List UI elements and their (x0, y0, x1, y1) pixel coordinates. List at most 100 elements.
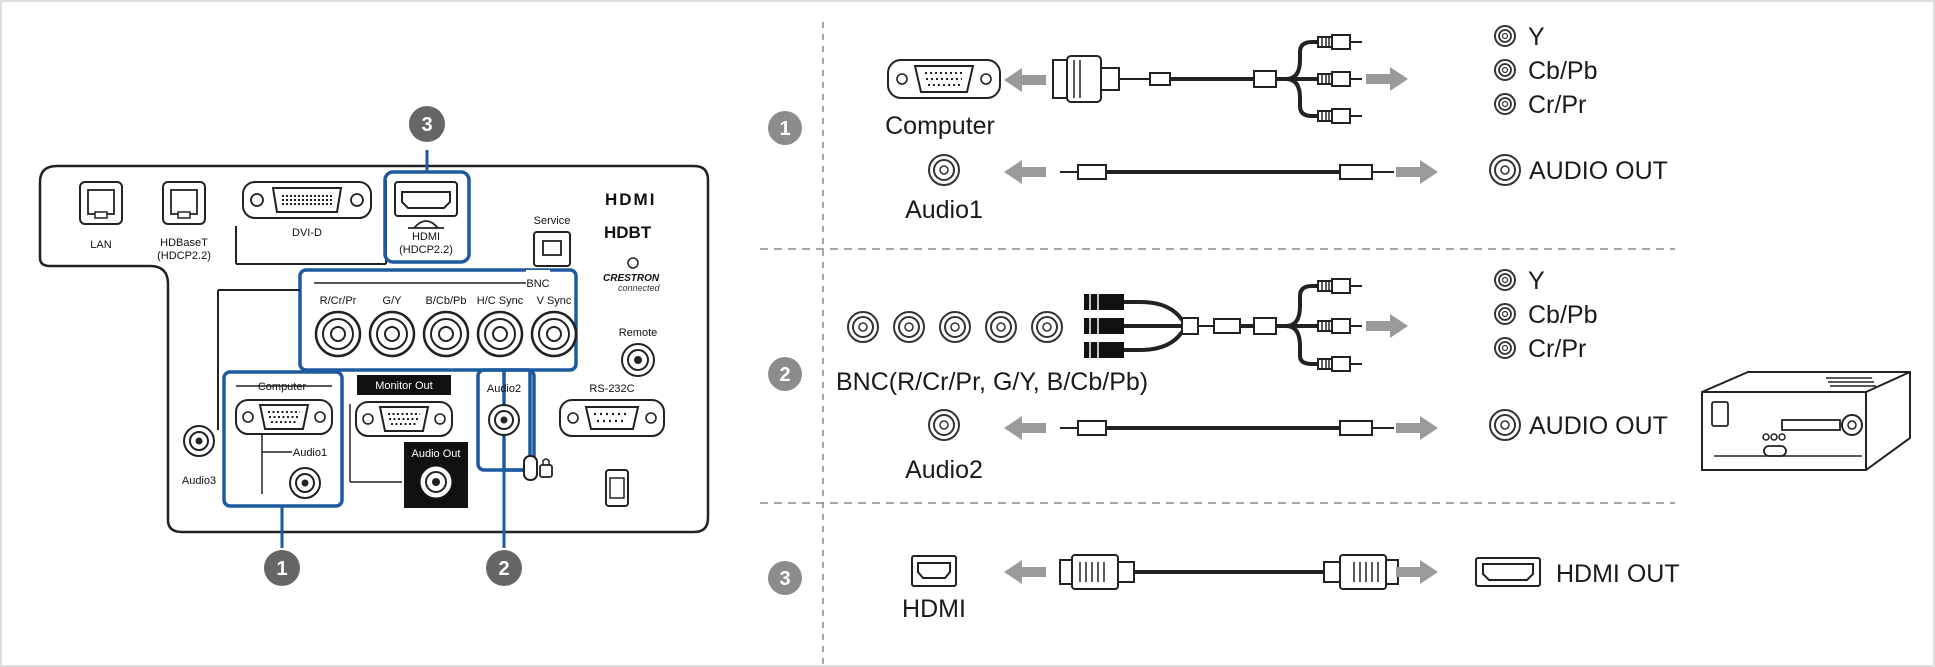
bnc-port-label: R/Cr/Pr (320, 295, 357, 307)
row-3-marker: 3 (768, 561, 802, 595)
row2-audio-arrow-right (1396, 416, 1438, 440)
callout-1-number: 1 (276, 558, 287, 580)
audio-out-port-label: Audio Out (412, 448, 461, 460)
row1-audio-arrow-left (1004, 160, 1046, 184)
bnc-jack (314, 310, 362, 358)
audio2-port-label: Audio2 (487, 383, 521, 395)
remote-label: Remote (619, 327, 658, 339)
bnc-header-label: BNC (526, 278, 549, 290)
row2-output-cr: Cr/Pr (1528, 335, 1586, 363)
row1-component-splitter (1276, 34, 1363, 124)
bnc-jack (422, 310, 470, 358)
row1-audio1-label: Audio1 (905, 196, 983, 224)
row2-output-cb: Cb/Pb (1528, 301, 1597, 329)
row2-audio2-jack (928, 409, 960, 441)
callout-1-marker: 1 (264, 550, 300, 586)
hdbaset-label: HDBaseT (160, 237, 208, 249)
row2-audio-arrow-left (1004, 416, 1046, 440)
row-1-number: 1 (779, 118, 790, 140)
callout-2-marker: 2 (486, 550, 522, 586)
lan-port (79, 181, 123, 225)
callout-3-marker: 3 (409, 106, 445, 142)
bnc-port-label: H/C Sync (477, 295, 524, 307)
hdbaset-label-sub: (HDCP2.2) (157, 250, 211, 262)
projector-rear-panel: LAN HDBaseT (HDCP2.2) DVI-D (38, 150, 710, 548)
monitor-out-port (355, 401, 453, 437)
audio3-jack (183, 425, 215, 457)
callout-2-number: 2 (498, 558, 509, 580)
hdmi-port (394, 181, 458, 229)
dvid-label: DVI-D (292, 227, 322, 239)
row1-audio-out-label: AUDIO OUT (1529, 157, 1668, 185)
crestron-logo: CRESTRON connected (603, 257, 661, 293)
row-1-marker: 1 (768, 111, 802, 145)
lan-label: LAN (90, 239, 111, 251)
row2-bnc-label: BNC(R/Cr/Pr, G/Y, B/Cb/Pb) (836, 368, 1148, 396)
row3-hdmi-out-label: HDMI OUT (1556, 560, 1680, 588)
cable-clip-icon (605, 469, 629, 507)
row1-output-y: Y (1528, 23, 1545, 51)
row2-bnc-jacks (847, 311, 1063, 343)
rs232c-port (559, 399, 665, 437)
row3-hdmi-port (911, 555, 957, 587)
security-lock-icon (523, 455, 553, 481)
bnc-jack (476, 310, 524, 358)
hdmi-port-label-sub: (HDCP2.2) (399, 244, 453, 256)
row1-arrow-left (1004, 68, 1046, 92)
hdbaset-port (162, 181, 206, 225)
monitor-out-badge (357, 375, 451, 395)
row3-arrow-left (1004, 560, 1046, 584)
row-2-marker: 2 (768, 357, 802, 391)
audio1-jack (289, 467, 321, 499)
row1-vga-cable-plug (1052, 55, 1277, 103)
bnc-jack (368, 310, 416, 358)
row-2-number: 2 (779, 364, 790, 386)
av-receiver-device (1701, 371, 1911, 471)
service-port (533, 231, 571, 267)
audio2-callout-frame (476, 368, 536, 472)
row3-hdmi-cable (1059, 554, 1399, 590)
computer-port-label: Computer (258, 381, 307, 393)
row3-hdmi-label: HDMI (902, 595, 966, 623)
hdbaset-logo: HDBT (604, 223, 652, 242)
row2-output-y: Y (1528, 267, 1545, 295)
row2-audio-cable (1060, 420, 1394, 436)
service-label: Service (534, 215, 571, 227)
row1-computer-label: Computer (885, 112, 995, 140)
row2-output-jacks (1494, 269, 1516, 359)
row3-arrow-right (1396, 560, 1438, 584)
bnc-port-label: G/Y (383, 295, 403, 307)
row2-bnc-cable (1084, 278, 1363, 372)
row2-audio-out-jack (1489, 409, 1521, 441)
audio1-port-label: Audio1 (293, 447, 327, 459)
bnc-jack (530, 310, 578, 358)
row1-output-cb: Cb/Pb (1528, 57, 1597, 85)
row1-audio-arrow-right (1396, 160, 1438, 184)
monitor-out-label: Monitor Out (375, 380, 432, 392)
dvid-port (242, 181, 372, 219)
audio3-label: Audio3 (182, 475, 216, 487)
row1-audio-out-jack (1489, 154, 1521, 186)
row2-arrow-right (1366, 314, 1408, 338)
row1-audio1-jack (928, 154, 960, 186)
remote-jack (621, 343, 655, 377)
row1-output-cr: Cr/Pr (1528, 91, 1586, 119)
row-3-number: 3 (779, 568, 790, 590)
row1-audio-cable (1060, 164, 1394, 180)
row1-arrow-right (1366, 67, 1408, 91)
callout-3-number: 3 (421, 114, 432, 136)
audio-out-jack (420, 466, 452, 498)
bnc-port-label: B/Cb/Pb (426, 295, 467, 307)
crestron-logo-subtext: connected (618, 283, 661, 293)
row2-audio2-label: Audio2 (905, 456, 983, 484)
bnc-port-label: V Sync (537, 295, 572, 307)
bnc-callout-frame (298, 268, 578, 372)
hdmi-port-label: HDMI (412, 231, 440, 243)
audio2-jack (488, 404, 520, 436)
row1-computer-port (887, 59, 1001, 99)
row1-output-jacks (1494, 25, 1516, 115)
computer-vga-port (235, 399, 333, 435)
row3-hdmi-out-port (1475, 557, 1541, 587)
